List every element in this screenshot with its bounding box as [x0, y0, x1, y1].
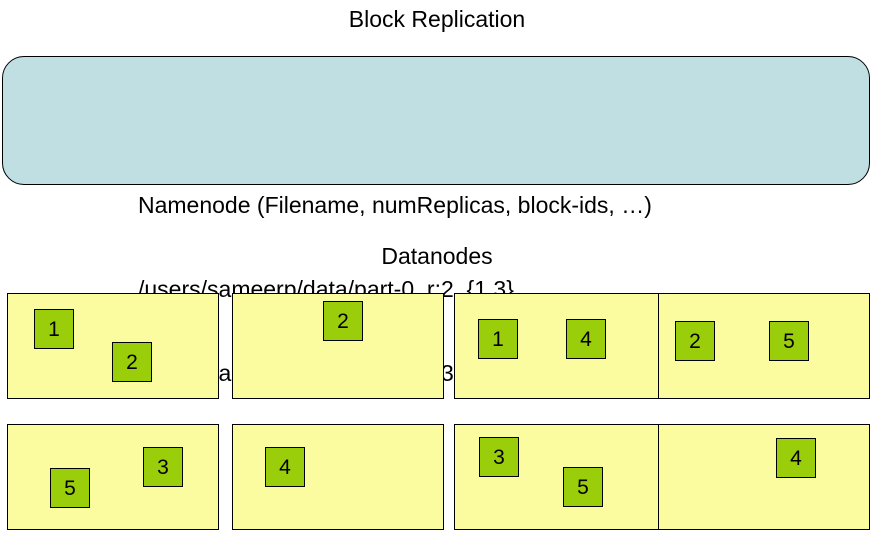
namenode-line-header: Namenode (Filename, numReplicas, block-i…	[138, 192, 652, 218]
data-block: 1	[34, 309, 74, 349]
datanode-box: 4	[232, 424, 444, 530]
data-block: 3	[479, 437, 519, 477]
data-block: 1	[478, 319, 518, 359]
data-block: 5	[563, 467, 603, 507]
page-title: Block Replication	[348, 6, 526, 32]
datanodes-section-label: Datanodes	[381, 243, 493, 269]
namenode-panel: Namenode (Filename, numReplicas, block-i…	[2, 56, 870, 386]
data-block: 4	[265, 447, 305, 487]
datanode-box: 4	[658, 424, 870, 530]
data-block: 3	[143, 447, 183, 487]
data-block: 4	[566, 319, 606, 359]
data-block: 2	[675, 321, 715, 361]
data-block: 2	[323, 301, 363, 341]
datanode-box: 2	[232, 293, 444, 399]
data-block: 5	[769, 321, 809, 361]
data-block: 2	[112, 342, 152, 382]
data-block: 5	[50, 468, 90, 508]
data-block: 4	[776, 438, 816, 478]
